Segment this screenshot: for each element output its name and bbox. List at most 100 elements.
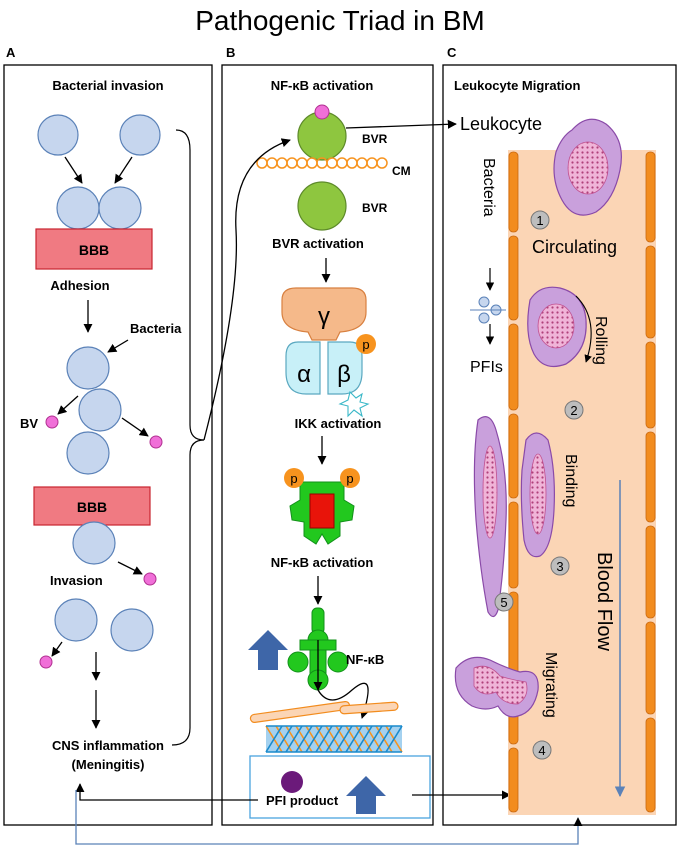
arrow	[117, 561, 143, 575]
step-marker-1	[530, 210, 550, 230]
bacterial-vesicle	[149, 435, 163, 449]
panel-c-frame	[442, 64, 677, 826]
binding-label: Binding	[562, 454, 579, 507]
bacterial-vesicle	[45, 415, 59, 429]
ikk-alpha-label: α	[297, 361, 311, 388]
bbb-label-top: BBB	[79, 242, 109, 258]
blood-flow-label: Blood Flow	[593, 552, 615, 651]
bracket-connector	[171, 129, 205, 746]
leukocyte-binding	[520, 432, 555, 558]
step-2-label: 2	[570, 403, 577, 418]
cm-label: CM	[392, 164, 411, 178]
figure-title: Pathogenic Triad in BM	[195, 5, 485, 36]
leukocyte-label: Leukocyte	[460, 114, 542, 134]
activation-burst-icon	[338, 390, 370, 418]
panel-b-frame	[221, 64, 434, 826]
bvr-to-leukocyte-arrow	[345, 119, 457, 129]
feedback-arrow-to-cns	[75, 783, 258, 801]
step-marker-5	[494, 592, 514, 612]
panel-c: Leukocyte Migration Leukocyte	[454, 78, 656, 815]
bottom-loop-connector	[75, 790, 583, 845]
step-marker-3	[550, 556, 570, 576]
adhesion-label: Adhesion	[50, 278, 109, 293]
ikk-beta-label: β	[337, 361, 351, 388]
phosphate-marker	[340, 468, 360, 488]
pfi-product-label: PFI product	[266, 793, 339, 808]
bacterium	[110, 608, 154, 652]
panel-a-heading: Bacterial invasion	[52, 78, 163, 93]
rolling-motion-arrow	[575, 295, 592, 363]
bacterial-vesicle	[143, 572, 157, 586]
bacterium	[66, 431, 110, 475]
vessel-wall-right	[645, 151, 656, 813]
upregulation-arrow-icon	[346, 776, 386, 814]
meningitis-label: (Meningitis)	[72, 757, 145, 772]
ikb-inhibitor	[309, 493, 335, 529]
cell-membrane	[256, 157, 388, 169]
bacterium	[56, 186, 100, 230]
bacterium	[37, 114, 79, 156]
phosphate-marker	[356, 334, 376, 354]
pfis-label: PFIs	[470, 359, 503, 376]
nfkb-activation-label: NF-κB activation	[271, 555, 374, 570]
leukocyte-circulating	[553, 118, 622, 216]
ligand-dot	[314, 104, 330, 120]
panel-b-heading: NF-κB activation	[271, 78, 374, 93]
ikk-gamma-label: γ	[318, 303, 330, 330]
pfi-product-box	[249, 755, 431, 819]
bacterium	[78, 388, 122, 432]
circulating-label: Circulating	[532, 237, 617, 257]
panel-b-letter: B	[226, 45, 235, 60]
bacterial-vesicle	[39, 655, 53, 669]
step-marker-4	[532, 740, 552, 760]
bacterium	[54, 598, 98, 642]
pfi-product-dot	[281, 771, 303, 793]
invasion-label: Invasion	[50, 573, 103, 588]
bacteria-vertical-label: Bacteria	[480, 158, 497, 217]
bvr-activation-label: BVR activation	[272, 236, 364, 251]
pfi-cell	[473, 416, 507, 618]
nuclear-membrane	[249, 700, 351, 724]
arrow	[51, 641, 63, 657]
step-marker-2	[564, 400, 584, 420]
bbb-label-bottom: BBB	[77, 499, 107, 515]
bacterium	[66, 346, 110, 390]
bracket-to-bvr-arrow	[203, 138, 291, 441]
step-3-label: 3	[556, 559, 563, 574]
phosphate-label: p	[290, 471, 297, 486]
bvr-vesicle-bottom	[297, 181, 347, 231]
upregulation-arrow-icon	[248, 630, 288, 670]
panel-a: Bacterial invasion BBB Adhesion Bacteria…	[20, 78, 205, 772]
ikk-activation-label: IKK activation	[295, 416, 382, 431]
nuclear-membrane	[339, 701, 399, 715]
step-5-label: 5	[500, 595, 507, 610]
panel-a-frame	[3, 64, 213, 826]
nfkb-label: NF-κB	[346, 652, 384, 667]
phosphate-marker	[284, 468, 304, 488]
bvr-top-label: BVR	[362, 132, 388, 146]
arrow	[114, 156, 133, 184]
phosphate-label: p	[362, 337, 369, 352]
phosphate-label: p	[346, 471, 353, 486]
panel-c-heading: Leukocyte Migration	[454, 78, 580, 93]
ikk-gamma-subunit	[281, 287, 367, 341]
bacterium	[72, 521, 116, 565]
panel-b: NF-κB activation BVR CM BVR BVR activati…	[75, 78, 511, 819]
bacteria-cluster-icon	[470, 296, 506, 324]
bacterium	[98, 186, 142, 230]
ikk-alpha-subunit	[285, 341, 321, 395]
leukocyte-rolling	[527, 286, 587, 367]
bv-label: BV	[20, 416, 38, 431]
step-4-label: 4	[538, 743, 545, 758]
arrow	[121, 417, 149, 437]
step-1-label: 1	[536, 213, 543, 228]
rolling-label: Rolling	[592, 316, 609, 365]
nuclear-translocation-arrow	[317, 682, 369, 719]
arrow	[64, 156, 83, 184]
vessel-wall-left	[508, 151, 519, 813]
bacterium	[119, 114, 161, 156]
panel-c-letter: C	[447, 45, 457, 60]
panel-a-letter: A	[6, 45, 16, 60]
migrating-label: Migrating	[542, 652, 559, 718]
